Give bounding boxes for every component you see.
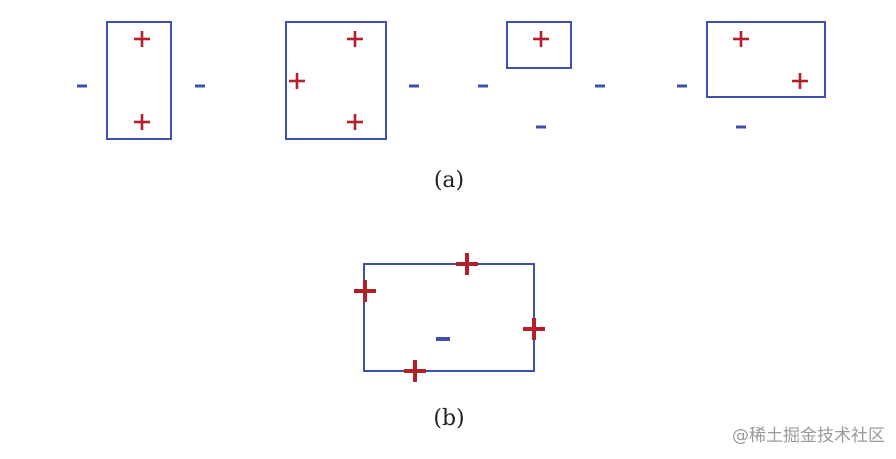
- panel-b: (b): [354, 253, 545, 431]
- bounding-box: [106, 21, 172, 140]
- positive-point: [792, 73, 808, 89]
- caption-a: (a): [434, 168, 464, 193]
- positive-point: [404, 360, 426, 382]
- positive-point: [134, 31, 150, 47]
- positive-point: [289, 73, 305, 89]
- positive-point: [347, 31, 363, 47]
- caption-b: (b): [433, 406, 464, 431]
- positive-point: [523, 318, 545, 340]
- positive-point: [456, 253, 478, 275]
- positive-point: [134, 114, 150, 130]
- bounding-box: [506, 21, 572, 69]
- example-a2: [285, 21, 419, 140]
- bounding-box: [285, 21, 387, 140]
- example-a3: [478, 21, 605, 129]
- positive-point: [347, 114, 363, 130]
- watermark: @稀土掘金技术社区: [732, 426, 885, 446]
- bounding-box: [706, 21, 826, 98]
- positive-point: [354, 280, 376, 302]
- bounding-box: [363, 263, 535, 372]
- positive-point: [533, 31, 549, 47]
- example-a4: [677, 21, 826, 129]
- positive-point: [733, 31, 749, 47]
- example-a1: [77, 21, 205, 140]
- panel-a: (a): [77, 21, 826, 193]
